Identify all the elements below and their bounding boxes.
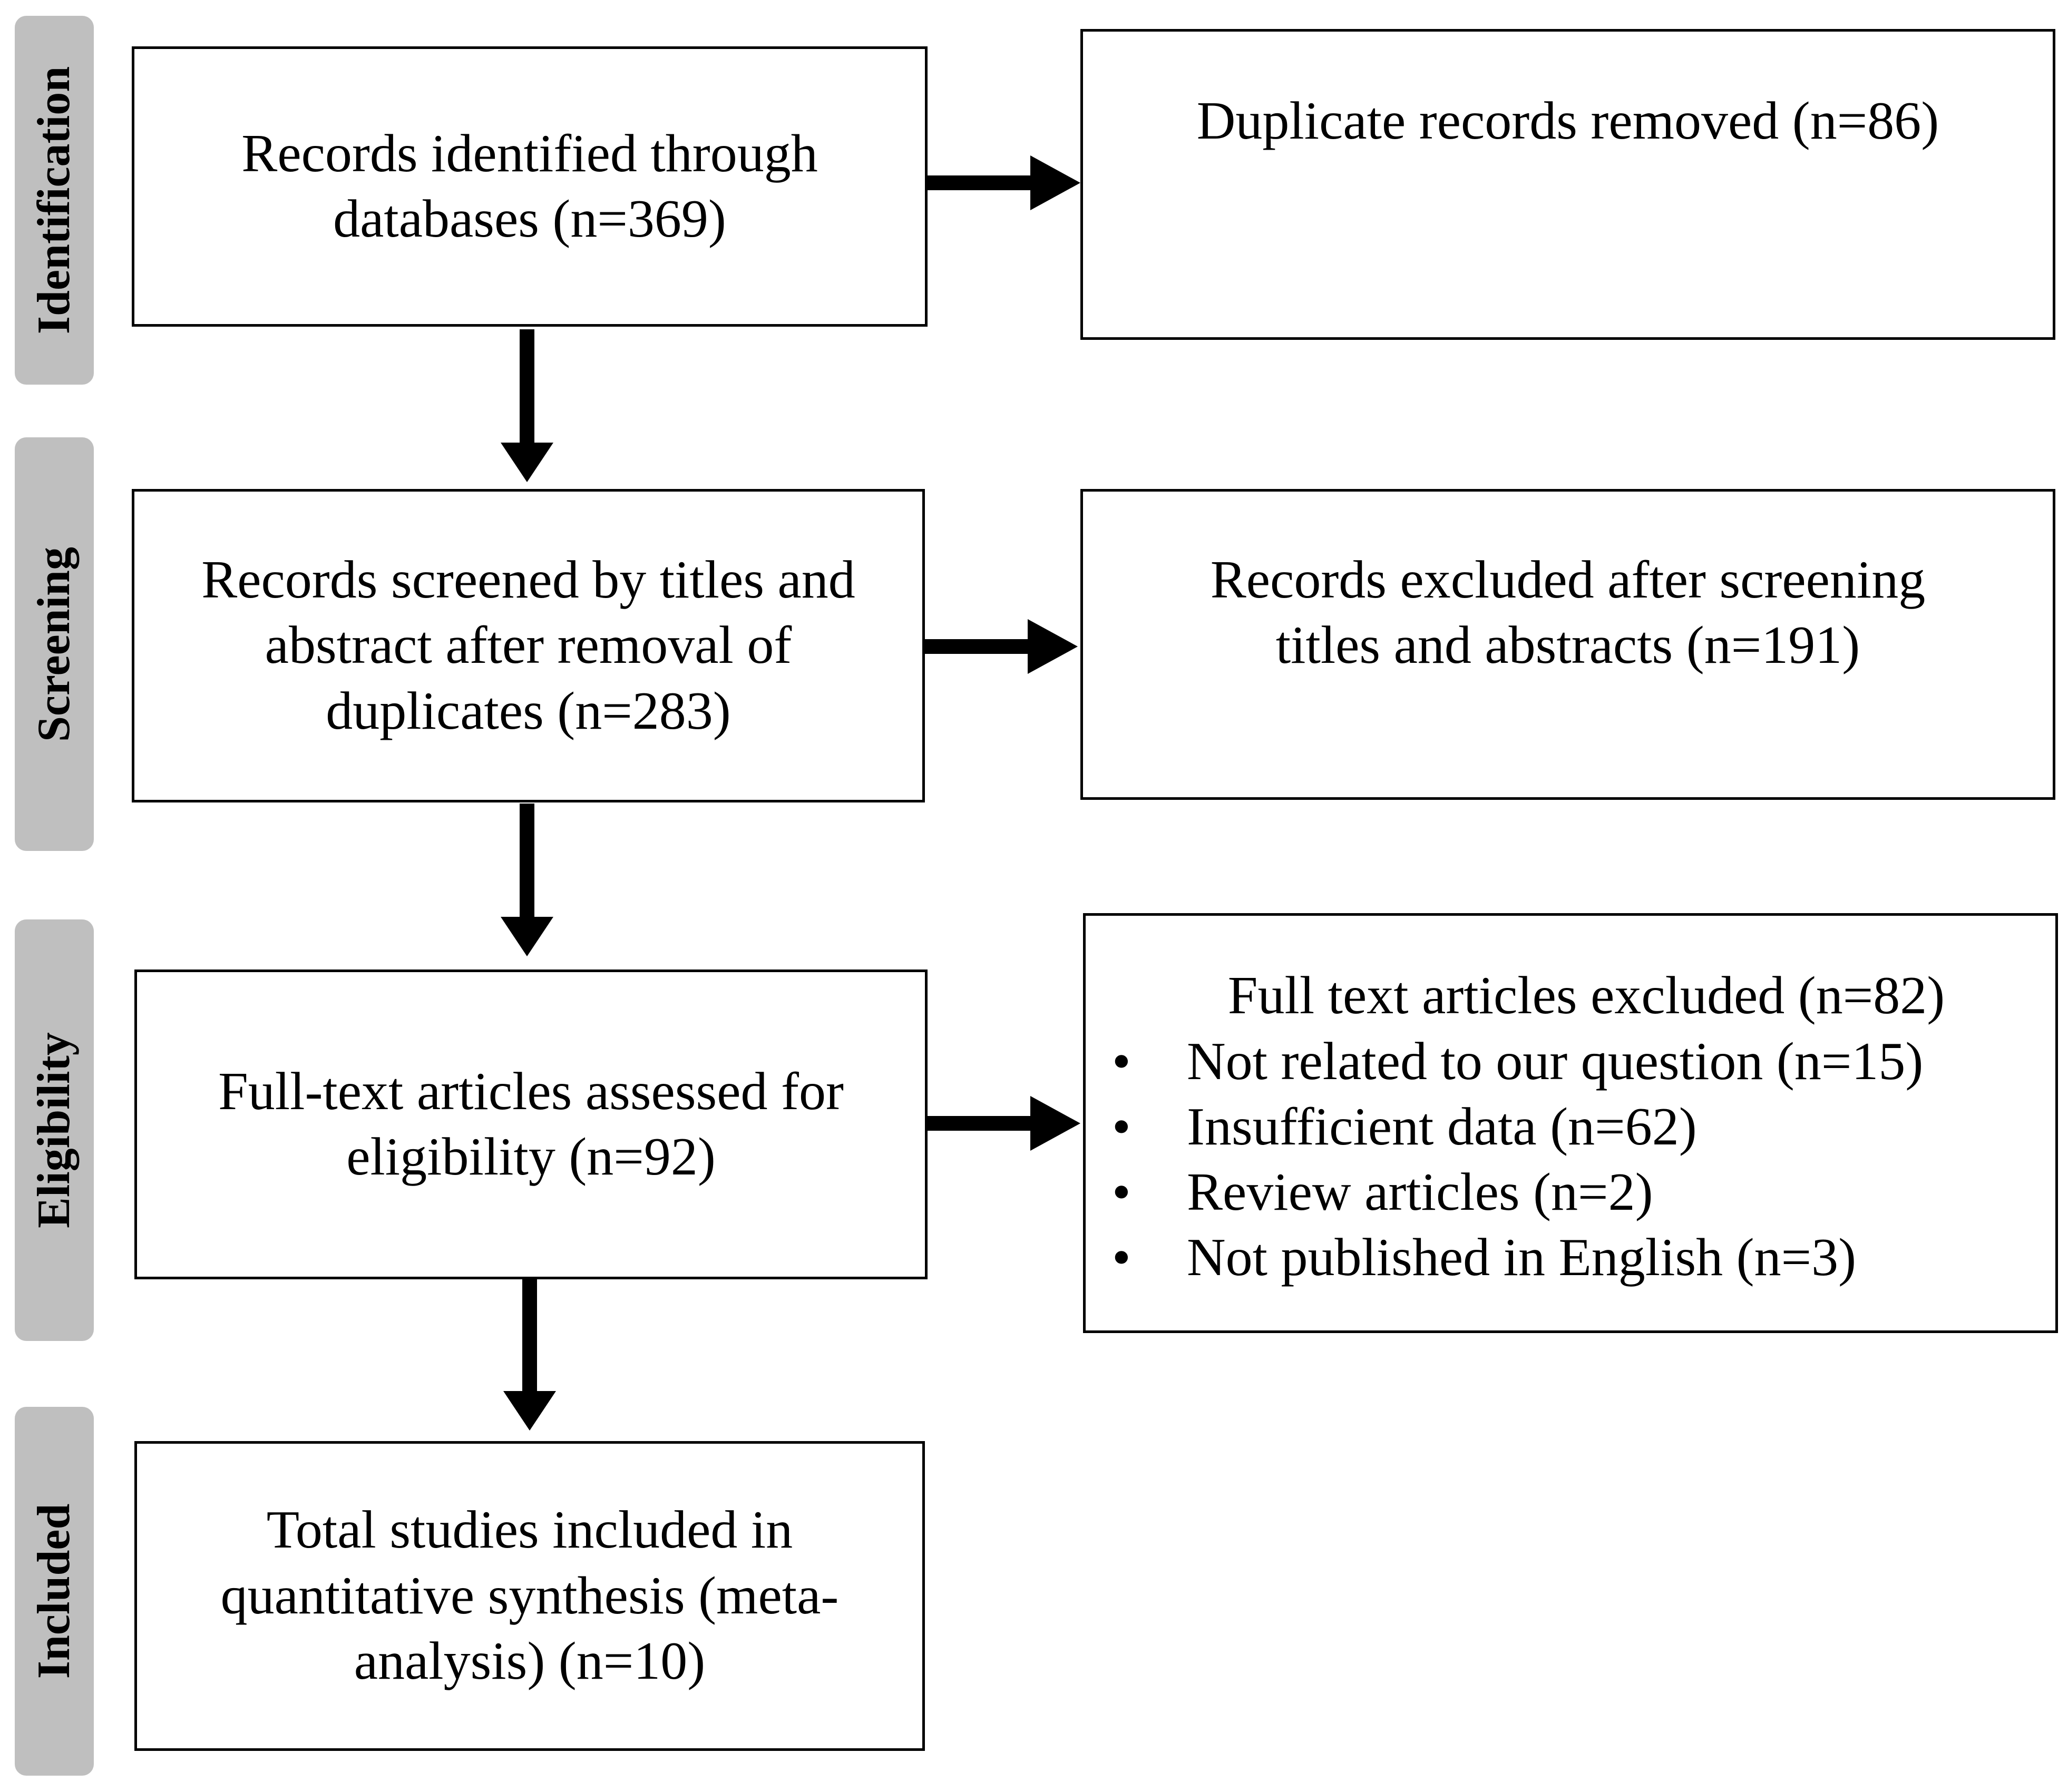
duplicates-box: Duplicate records removed (n=86) [1080, 29, 2055, 340]
exclusion-reason-text: Insufficient data (n=62) [1187, 1097, 1697, 1157]
arrowhead-fulltext-to-excluded [1030, 1096, 1080, 1151]
fulltext-excluded-title: Full text articles excluded (n=82) [1227, 966, 1945, 1025]
stage-bar-eligibility: Eligibility [15, 919, 94, 1341]
arrow-fulltext-to-excluded [928, 1116, 1033, 1131]
exclusion-reason-item: • Not published in English (n=3) [1086, 1225, 2055, 1290]
excluded-screening-text: Records excluded after screening titles … [1210, 550, 1926, 675]
arrow-screened-to-fulltext [520, 804, 534, 919]
arrow-fulltext-to-included [522, 1279, 537, 1395]
arrowhead-screened-to-fulltext [501, 917, 553, 956]
arrowhead-identified-to-duplicates [1030, 155, 1080, 210]
exclusion-reason-item: • Not related to our question (n=15) [1086, 1029, 2055, 1094]
arrow-screened-to-excluded [925, 639, 1030, 654]
bullet-icon: • [1112, 1228, 1131, 1287]
fulltext-excluded-box: Full text articles excluded (n=82) • Not… [1083, 913, 2058, 1333]
arrowhead-identified-to-screened [501, 443, 553, 482]
exclusion-reason-text: Not related to our question (n=15) [1187, 1032, 1924, 1091]
stage-bar-identification: Identification [15, 16, 94, 385]
exclusion-reason-item: • Review articles (n=2) [1086, 1160, 2055, 1225]
bullet-icon: • [1112, 1162, 1131, 1222]
bullet-icon: • [1112, 1032, 1131, 1091]
stage-bar-screening: Screening [15, 437, 94, 851]
fulltext-box: Full-text articles assessed for eligibil… [134, 970, 928, 1279]
exclusion-reason-text: Not published in English (n=3) [1187, 1228, 1857, 1287]
screened-text: Records screened by titles and abstract … [201, 550, 855, 741]
identified-text: Records identified through databases (n=… [241, 123, 818, 249]
fulltext-text: Full-text articles assessed for eligibil… [218, 1061, 844, 1187]
duplicates-text: Duplicate records removed (n=86) [1196, 91, 1939, 151]
arrowhead-screened-to-excluded [1028, 619, 1078, 674]
screened-box: Records screened by titles and abstract … [132, 489, 925, 802]
exclusion-reason-text: Review articles (n=2) [1187, 1162, 1653, 1222]
excluded-screening-box: Records excluded after screening titles … [1080, 489, 2055, 800]
included-text: Total studies included in quantitative s… [220, 1500, 839, 1691]
included-box: Total studies included in quantitative s… [134, 1441, 925, 1751]
bullet-icon: • [1112, 1097, 1131, 1157]
exclusion-reason-item: • Insufficient data (n=62) [1086, 1094, 2055, 1160]
stage-bar-included: Included [15, 1407, 94, 1776]
arrow-identified-to-screened [520, 329, 534, 445]
identified-box: Records identified through databases (n=… [132, 46, 928, 327]
arrow-identified-to-duplicates [928, 175, 1033, 190]
exclusion-reasons-list: • Not related to our question (n=15) • I… [1086, 1029, 2055, 1290]
arrowhead-fulltext-to-included [503, 1391, 556, 1431]
